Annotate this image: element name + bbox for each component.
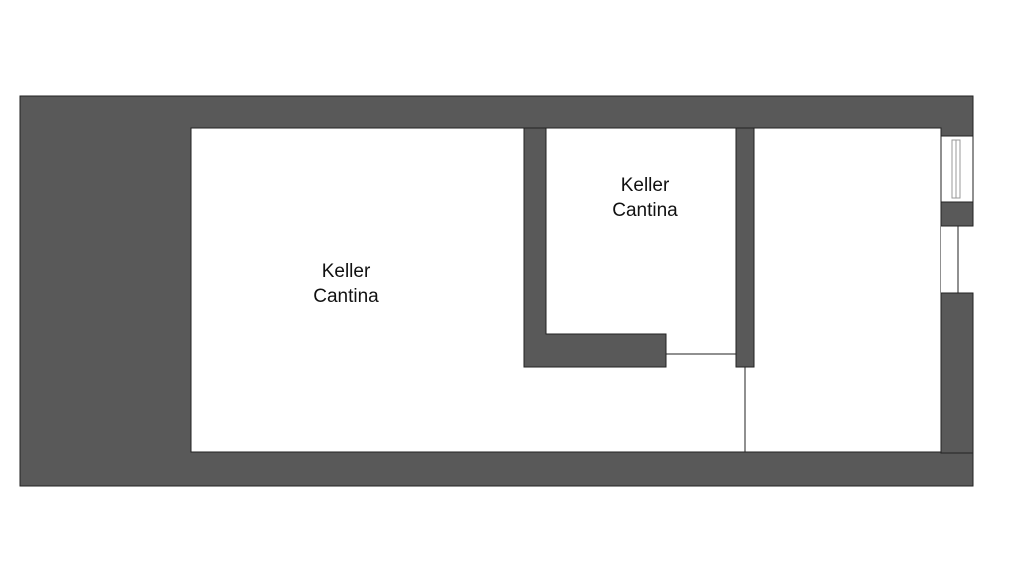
interior-wall-l xyxy=(523,127,667,368)
room-label: Keller xyxy=(621,175,670,196)
room-label: Keller xyxy=(322,261,371,282)
room-label: Cantina xyxy=(313,286,379,307)
wall-segment xyxy=(940,292,974,454)
window-icon xyxy=(951,139,961,199)
room-label: Cantina xyxy=(612,200,678,221)
wall-segment xyxy=(940,201,974,227)
window-opening xyxy=(940,135,974,203)
interior-floor xyxy=(190,127,942,453)
interior-wall xyxy=(735,127,755,368)
